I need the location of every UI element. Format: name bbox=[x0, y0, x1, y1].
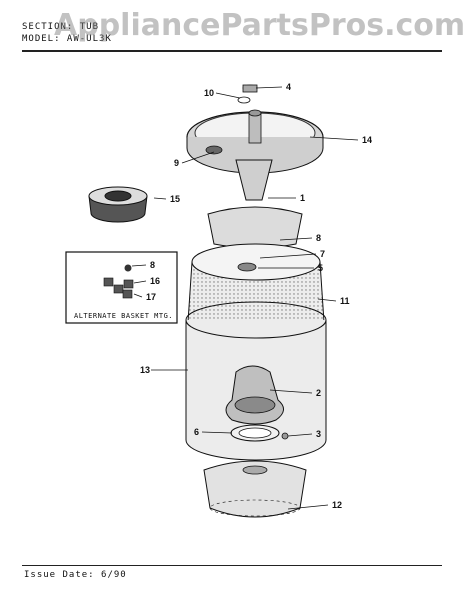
callout-5: 5 bbox=[318, 263, 323, 273]
callout-13: 13 bbox=[140, 365, 150, 375]
watermark: AppliancePartsPros.com bbox=[54, 8, 463, 43]
callout-3: 3 bbox=[316, 429, 321, 439]
agitator-nut bbox=[242, 84, 258, 93]
agitator bbox=[225, 365, 284, 425]
callout-14: 14 bbox=[362, 135, 372, 145]
callout-6: 6 bbox=[194, 427, 199, 437]
model-title: MODEL: AW-UL3K bbox=[22, 34, 112, 44]
callout-11: 11 bbox=[340, 296, 350, 306]
callout-12: 12 bbox=[332, 500, 342, 510]
basket-nut-group bbox=[103, 264, 134, 299]
bearing-cap bbox=[88, 186, 148, 223]
callout-15: 15 bbox=[170, 194, 180, 204]
agitator-seal bbox=[237, 96, 251, 104]
footer-rule bbox=[22, 565, 442, 566]
leader-lines bbox=[131, 86, 359, 510]
tub-base-plate bbox=[203, 460, 307, 518]
callout-7: 7 bbox=[320, 249, 325, 259]
header-rule bbox=[22, 50, 442, 52]
alternate-basket-inset bbox=[65, 251, 178, 324]
tub-gasket bbox=[230, 424, 280, 442]
callout-8-inset: 8 bbox=[150, 260, 155, 270]
section-title: SECTION: TUB bbox=[22, 22, 100, 32]
callout-10: 10 bbox=[204, 88, 214, 98]
callout-9: 9 bbox=[174, 158, 179, 168]
agitator-shaft bbox=[248, 109, 262, 144]
callout-8: 8 bbox=[316, 233, 321, 243]
callout-16: 16 bbox=[150, 276, 160, 286]
tub-cover-hub bbox=[207, 159, 303, 249]
callout-4: 4 bbox=[286, 82, 291, 92]
callout-2: 2 bbox=[316, 388, 321, 398]
wash-basket bbox=[187, 243, 325, 339]
callout-17: 17 bbox=[146, 292, 156, 302]
inset-caption: ALTERNATE BASKET MTG. bbox=[74, 312, 173, 320]
callout-1: 1 bbox=[300, 193, 305, 203]
issue-date: Issue Date: 6/90 bbox=[24, 570, 127, 580]
gasket-clamp bbox=[281, 432, 289, 440]
